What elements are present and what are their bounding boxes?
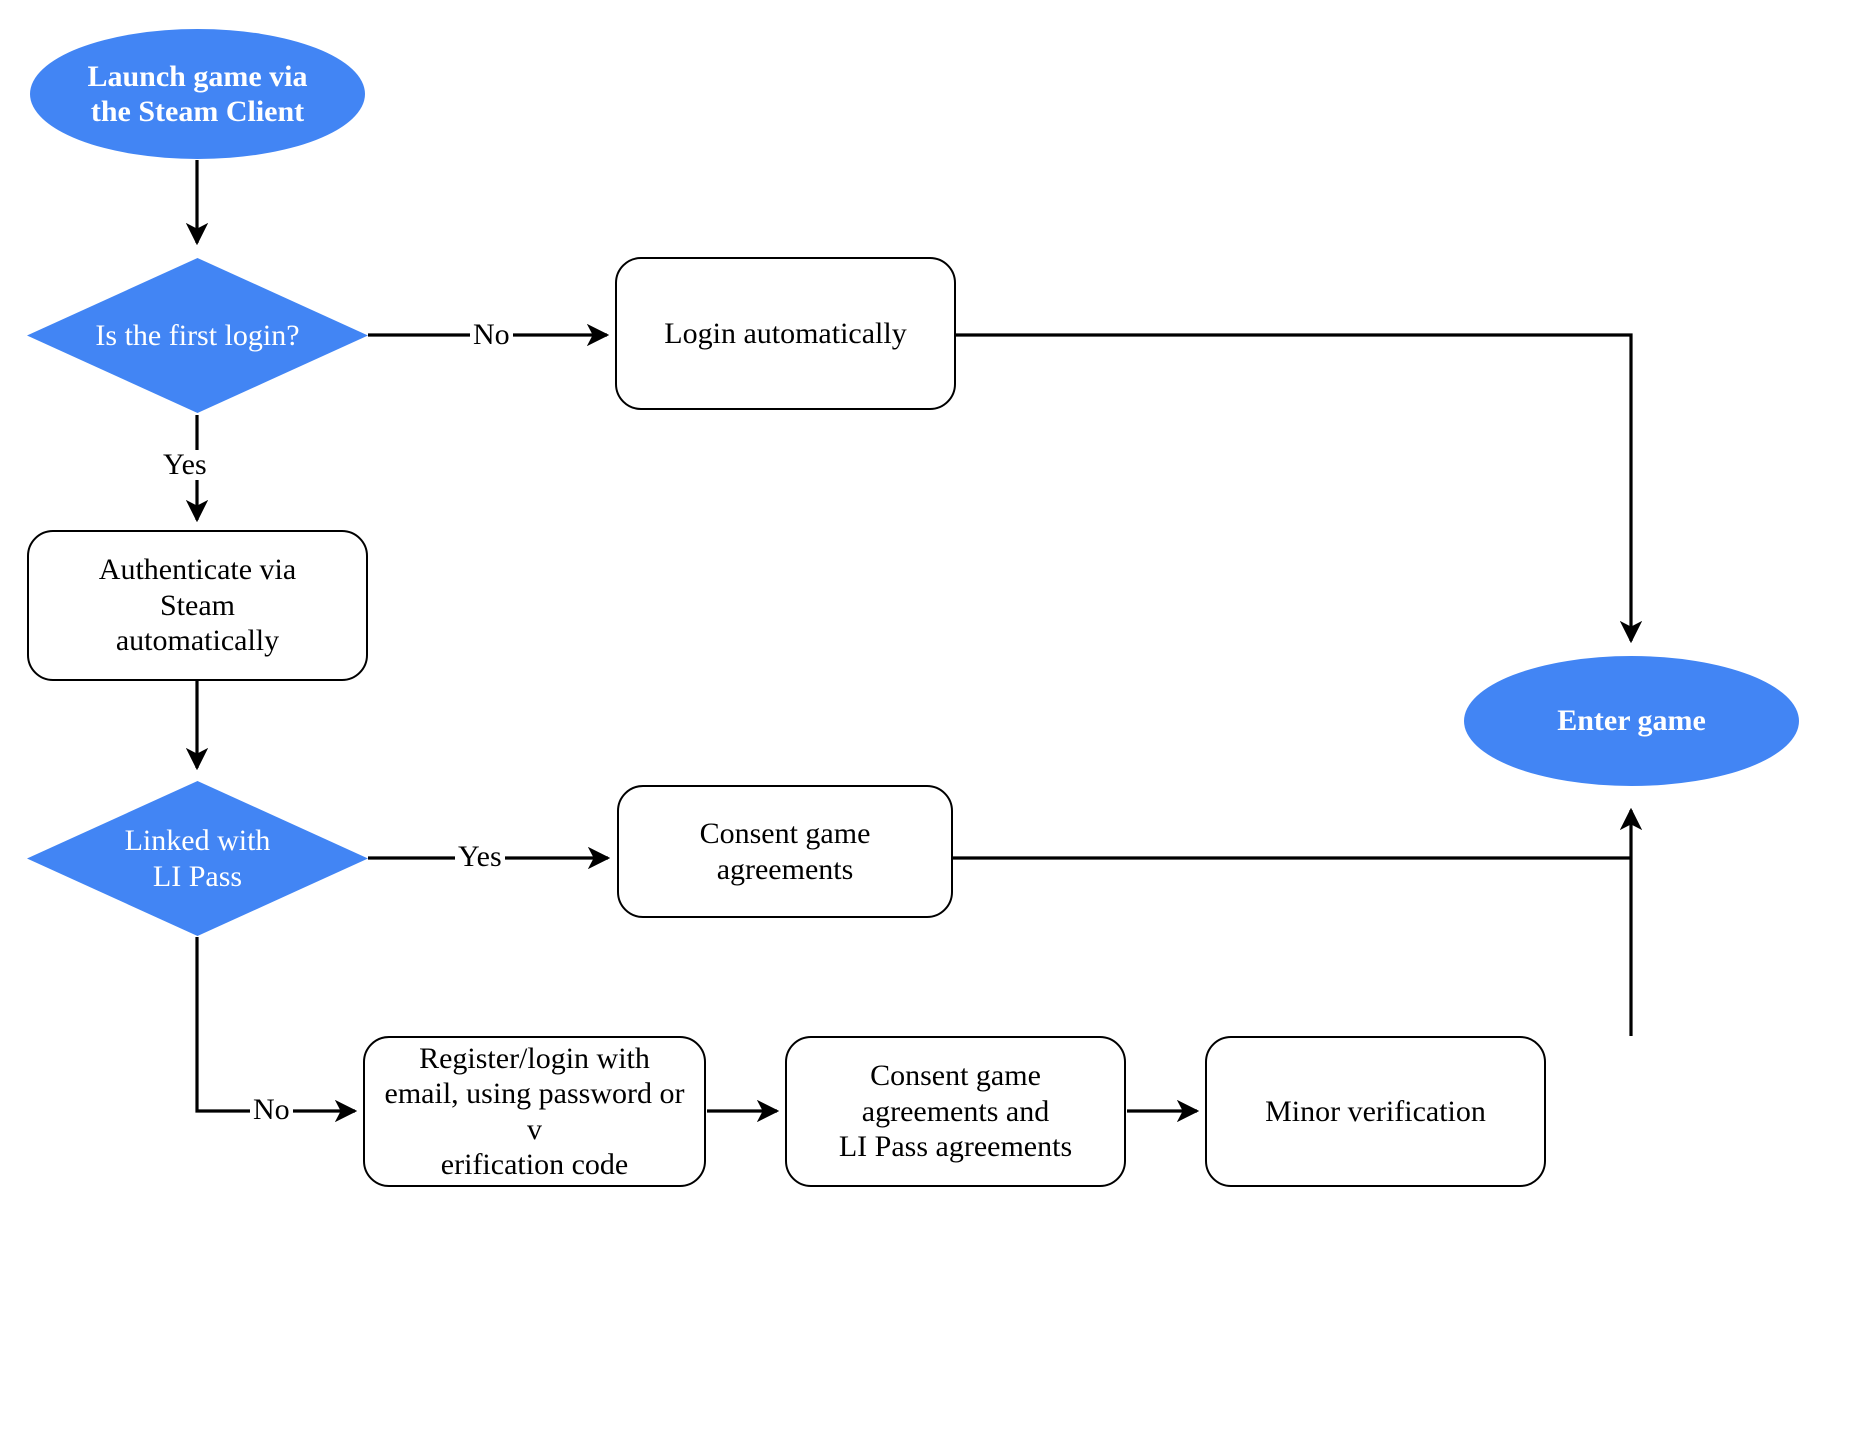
- node-start-label: Launch game via the Steam Client: [87, 59, 308, 128]
- node-end-enter-game[interactable]: Enter game: [1464, 656, 1799, 786]
- node-consent-game-agreements[interactable]: Consent game agreements: [617, 785, 953, 918]
- node-start-launch-game[interactable]: Launch game via the Steam Client: [30, 29, 365, 159]
- edge-li-pass-no: [195, 937, 358, 1123]
- node-authenticate-via-steam[interactable]: Authenticate via Steam automatically: [27, 530, 368, 681]
- node-decision-linked-with-li-pass-label: Linked with LI Pass: [124, 824, 271, 893]
- node-register-login-with-email[interactable]: Register/login with email, using passwor…: [363, 1036, 706, 1187]
- edge-label-first-login-no: No: [470, 320, 513, 350]
- node-login-automatically[interactable]: Login automatically: [615, 257, 956, 410]
- node-consent-game-and-li-pass-agreements-label: Consent game agreements and LI Pass agre…: [838, 1059, 1073, 1164]
- node-login-automatically-label: Login automatically: [664, 316, 907, 350]
- edge-label-first-login-yes: Yes: [160, 450, 210, 480]
- diamond-shape: [27, 781, 368, 936]
- node-authenticate-via-steam-label: Authenticate via Steam automatically: [98, 553, 297, 658]
- node-decision-is-first-login-label: Is the first login?: [95, 318, 300, 352]
- node-decision-is-first-login[interactable]: Is the first login?: [27, 258, 368, 413]
- node-minor-verification-label: Minor verification: [1265, 1094, 1486, 1128]
- node-minor-verification[interactable]: Minor verification: [1205, 1036, 1546, 1187]
- diamond-shape: [27, 258, 368, 413]
- edge-label-li-pass-yes: Yes: [455, 842, 505, 872]
- node-end-enter-game-label: Enter game: [1557, 704, 1706, 738]
- node-register-login-with-email-label: Register/login with email, using passwor…: [384, 1041, 685, 1181]
- node-consent-game-and-li-pass-agreements[interactable]: Consent game agreements and LI Pass agre…: [785, 1036, 1126, 1187]
- edge-login-automatically-to-enter-game: [956, 333, 1643, 644]
- node-consent-game-agreements-label: Consent game agreements: [699, 817, 871, 886]
- edge-label-li-pass-no: No: [250, 1095, 293, 1125]
- node-decision-linked-with-li-pass[interactable]: Linked with LI Pass: [27, 781, 368, 936]
